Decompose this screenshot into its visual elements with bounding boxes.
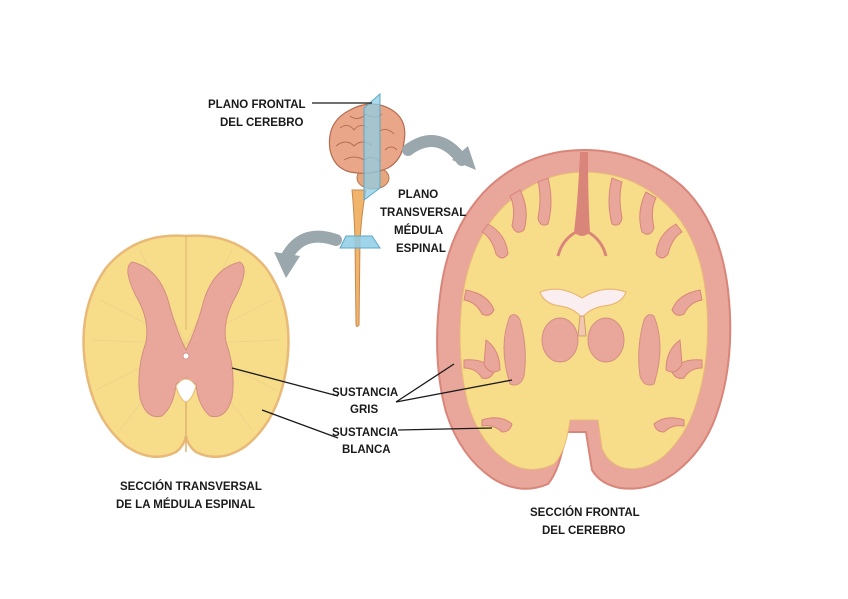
arrow-to-spinal-section	[274, 237, 336, 278]
plano-frontal-line2: DEL CEREBRO	[220, 117, 304, 129]
leader-blanca-spinal	[262, 410, 338, 438]
seccion-medula-line1: SECCIÓN TRANSVERSAL	[120, 480, 262, 493]
sustancia-gris-line2: GRIS	[350, 404, 378, 416]
sustancia-blanca-line1: SUSTANCIA	[332, 427, 398, 439]
plano-transversal-line2: TRANSVERSAL	[380, 207, 466, 219]
sustancia-gris-line1: SUSTANCIA	[332, 387, 398, 399]
plano-transversal-line1: PLANO	[398, 189, 438, 201]
label-seccion-cerebro: SECCIÓN FRONTAL DEL CEREBRO	[530, 506, 640, 537]
thalamus-right	[588, 318, 624, 362]
arrow-to-brain-section	[408, 141, 476, 170]
brain-frontal-section	[437, 150, 730, 489]
frontal-plane	[364, 94, 380, 200]
seccion-medula-line2: DE LA MÉDULA ESPINAL	[116, 498, 255, 511]
plano-frontal-line1: PLANO FRONTAL	[208, 99, 306, 111]
label-seccion-medula: SECCIÓN TRANSVERSAL DE LA MÉDULA ESPINAL	[116, 480, 262, 511]
label-plano-frontal: PLANO FRONTAL DEL CEREBRO	[208, 99, 306, 129]
spinal-cord-cross-section	[84, 236, 289, 457]
central-canal	[183, 353, 189, 359]
seccion-cerebro-line2: DEL CEREBRO	[542, 525, 626, 537]
thalamus-left	[542, 318, 578, 362]
seccion-cerebro-line1: SECCIÓN FRONTAL	[530, 506, 640, 519]
transverse-plane	[340, 236, 380, 248]
label-sustancia-gris: SUSTANCIA GRIS	[332, 387, 398, 416]
label-sustancia-blanca: SUSTANCIA BLANCA	[332, 427, 398, 456]
plano-transversal-line4: ESPINAL	[396, 243, 446, 255]
spinal-cord-shaft	[352, 190, 366, 327]
sustancia-blanca-line2: BLANCA	[342, 444, 391, 456]
plano-transversal-line3: MÉDULA	[394, 224, 443, 237]
